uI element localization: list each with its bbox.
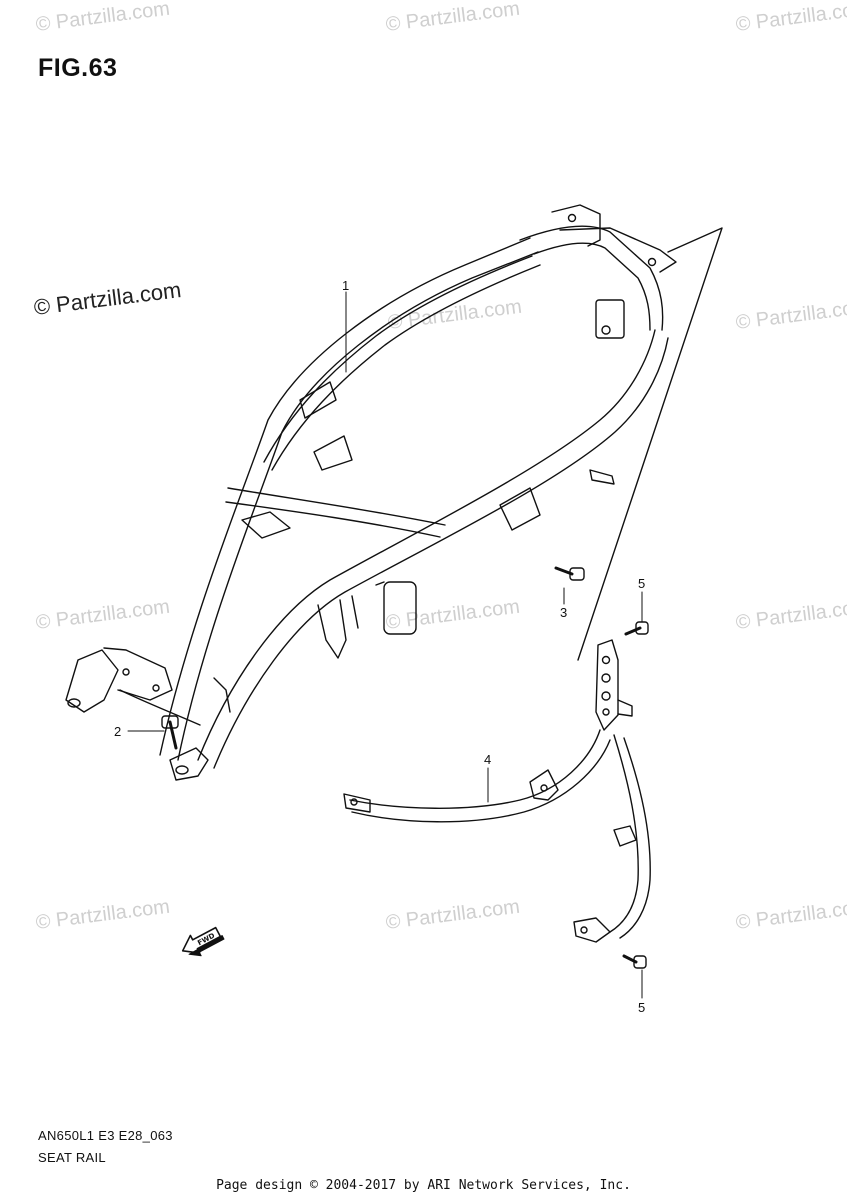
- figure-title: FIG.63: [38, 54, 118, 82]
- section-bracket: [577, 227, 723, 661]
- part-2-bolt: [161, 715, 179, 750]
- callout-5-upper: 5: [638, 576, 646, 591]
- footer-copyright: Page design © 2004-2017 by ARI Network S…: [216, 1178, 631, 1193]
- model-code: AN650L1 E3 E28_063: [38, 1128, 173, 1143]
- part-1-seat-rail: [65, 204, 677, 781]
- part-4-grab-rail: [343, 639, 651, 943]
- callout-1: 1: [342, 278, 350, 293]
- callout-3: 3: [560, 605, 568, 620]
- part-5-bolt-lower: [622, 954, 647, 969]
- part-3-bolt: [554, 566, 585, 581]
- leader-lines: [127, 291, 643, 999]
- callout-2: 2: [114, 724, 122, 739]
- part-group-name: SEAT RAIL: [38, 1150, 106, 1165]
- callout-4: 4: [484, 752, 492, 767]
- callout-5-lower: 5: [638, 1000, 646, 1015]
- part-5-bolt-upper: [624, 621, 649, 636]
- fwd-arrow-icon: FWD: [181, 926, 225, 957]
